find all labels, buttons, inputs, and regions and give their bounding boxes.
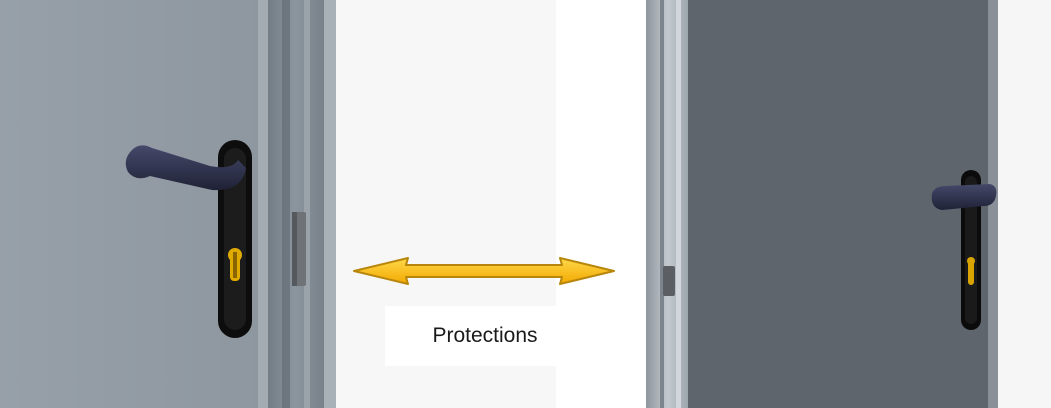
right-door <box>646 0 1051 408</box>
caption-text: Protections <box>432 324 537 348</box>
caption-box: Protections <box>385 306 585 366</box>
right-lock-cylinder <box>967 257 975 285</box>
right-door-frame <box>646 0 690 408</box>
left-door-edge <box>258 0 268 408</box>
right-protector-block <box>663 266 675 296</box>
left-door <box>0 0 336 408</box>
left-lock-cylinder <box>228 248 242 281</box>
right-wall <box>998 0 1051 408</box>
